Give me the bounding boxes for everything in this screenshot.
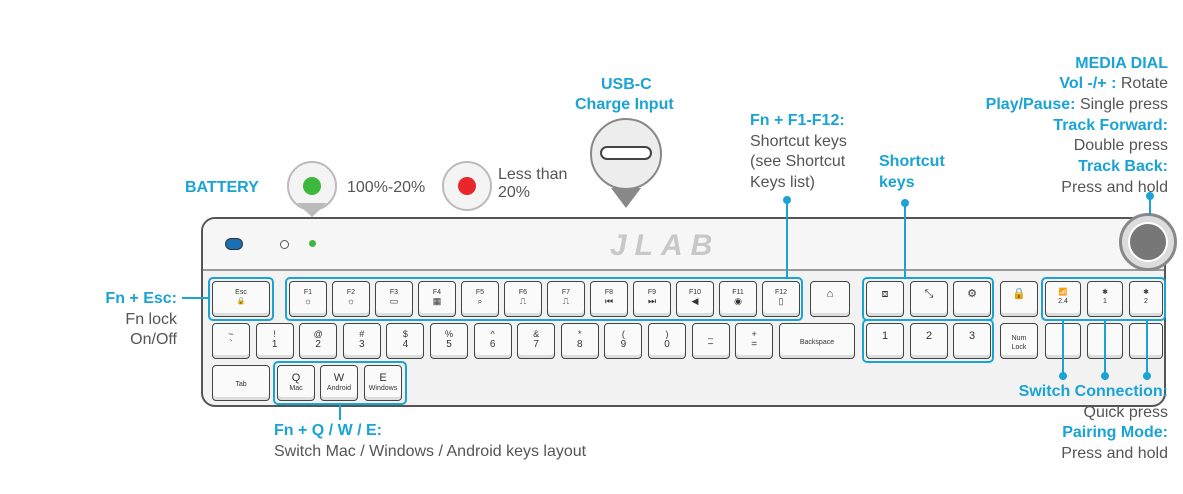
back-label: Track Back:: [1078, 158, 1168, 175]
battery-low-led: [442, 161, 492, 211]
fn-qwe-highlight: [273, 361, 407, 405]
forward-label: Track Forward:: [1053, 117, 1168, 134]
f9-key[interactable]: F9⏭: [633, 281, 671, 317]
snip-key[interactable]: ⤡: [910, 281, 948, 317]
numpad-2-key[interactable]: 2: [910, 323, 948, 359]
fn-esc-title: Fn + Esc:: [105, 290, 177, 307]
backspace-key[interactable]: Backspace: [779, 323, 855, 359]
esc-key[interactable]: Esc🔒: [212, 281, 270, 317]
f8-key[interactable]: F8⏮: [590, 281, 628, 317]
forward-value: Double press: [1073, 137, 1168, 154]
number-row-key[interactable]: %5: [430, 323, 468, 359]
battery-full-label: 100%-20%: [347, 179, 426, 196]
number-row-key[interactable]: !1: [255, 323, 294, 359]
screenshot-key[interactable]: ⧈: [866, 281, 904, 317]
numpad-3-key[interactable]: 3: [953, 323, 991, 359]
usb-pointer: [611, 188, 641, 208]
usb-title-1: USB-C: [601, 76, 652, 93]
fn-esc-line2: On/Off: [130, 331, 177, 348]
vol-label: Vol -/+ :: [1059, 75, 1117, 92]
media-dial-play: Play/Pause: Single press: [986, 94, 1168, 115]
battery-led-pointer: [297, 203, 327, 217]
back-value: Press and hold: [1061, 179, 1168, 196]
conn-2-key[interactable]: ✱2: [1129, 281, 1163, 317]
number-row-key[interactable]: )0: [648, 323, 686, 359]
fn-qwe-title: Fn + Q / W / E:: [274, 422, 382, 439]
shortcut-bottom-highlight: [862, 319, 994, 363]
conn-1-key[interactable]: ✱1: [1087, 281, 1123, 317]
power-switch[interactable]: [225, 238, 243, 250]
keyboard-top-bar: [203, 219, 1164, 271]
number-row-key[interactable]: @2: [299, 323, 338, 359]
usb-c-port-illustration: [590, 118, 662, 190]
f12-key[interactable]: F12▯: [762, 281, 800, 317]
f6-key[interactable]: F6⎍: [504, 281, 542, 317]
f4-key[interactable]: F4▦: [418, 281, 456, 317]
battery-title: BATTERY: [185, 179, 259, 196]
f5-key[interactable]: F5⌕: [461, 281, 499, 317]
conn-highlight: [1041, 277, 1166, 321]
vol-value: Rotate: [1120, 75, 1168, 92]
usb-title-2: Charge Input: [575, 96, 674, 113]
f1-key[interactable]: F1☼: [289, 281, 327, 317]
play-label: Play/Pause:: [985, 96, 1076, 113]
f3-key[interactable]: F3▭: [375, 281, 413, 317]
switch-conn-title: Switch Connection:: [1018, 383, 1168, 400]
switch-conn-value: Quick press: [1083, 404, 1168, 421]
conn-24-key[interactable]: 📶2.4: [1045, 281, 1081, 317]
fn-esc-line1: Fn lock: [125, 311, 177, 328]
number-row-key[interactable]: #3: [342, 323, 381, 359]
settings-key[interactable]: ⚙: [953, 281, 991, 317]
home-key[interactable]: ⌂: [810, 281, 850, 317]
number-row-key[interactable]: *8: [560, 323, 599, 359]
fn-f-line2: (see Shortcut: [750, 153, 846, 170]
tab-key[interactable]: Tab: [212, 365, 270, 401]
f2-key[interactable]: F2☼: [332, 281, 370, 317]
fn-qwe-line1: Switch Mac / Windows / Android keys layo…: [274, 443, 587, 460]
number-row-key[interactable]: +=: [735, 323, 774, 359]
shortcut-title-1: Shortcut: [879, 153, 945, 170]
lock-key[interactable]: 🔒: [1000, 281, 1038, 317]
f7-key[interactable]: F7⎍: [547, 281, 585, 317]
shortcut-title-2: keys: [879, 174, 915, 191]
pairing-value: Press and hold: [1061, 445, 1168, 462]
number-row-key[interactable]: (9: [604, 323, 643, 359]
pairing-title: Pairing Mode:: [1062, 424, 1168, 441]
number-row-key[interactable]: _−: [691, 323, 730, 359]
f11-key[interactable]: F11◉: [719, 281, 757, 317]
numpad-1-key[interactable]: 1: [866, 323, 904, 359]
media-dial-vol: Vol -/+ : Rotate: [1059, 73, 1168, 94]
f10-key[interactable]: F10◀: [676, 281, 714, 317]
fn-f-line3: Keys list): [750, 174, 815, 191]
play-value: Single press: [1079, 96, 1168, 113]
media-dial[interactable]: [1119, 213, 1177, 271]
fn-esc-highlight: [208, 277, 274, 321]
media-dial-title: MEDIA DIAL: [1075, 55, 1168, 72]
fn-f-highlight: [285, 277, 803, 321]
fn-f-line1: Shortcut keys: [750, 133, 847, 150]
brand-logo: JLAB: [610, 229, 721, 262]
indicator-light-1: [280, 240, 289, 249]
battery-low-label-2: 20%: [498, 184, 531, 201]
battery-low-label-1: Less than: [498, 166, 568, 183]
indicator-light-2: [309, 240, 316, 247]
number-row-key[interactable]: &7: [517, 323, 556, 359]
number-row-key[interactable]: $4: [386, 323, 425, 359]
number-row-key[interactable]: ~`: [212, 323, 250, 359]
fn-f-title: Fn + F1-F12:: [750, 112, 845, 129]
number-row-key[interactable]: ^6: [473, 323, 512, 359]
